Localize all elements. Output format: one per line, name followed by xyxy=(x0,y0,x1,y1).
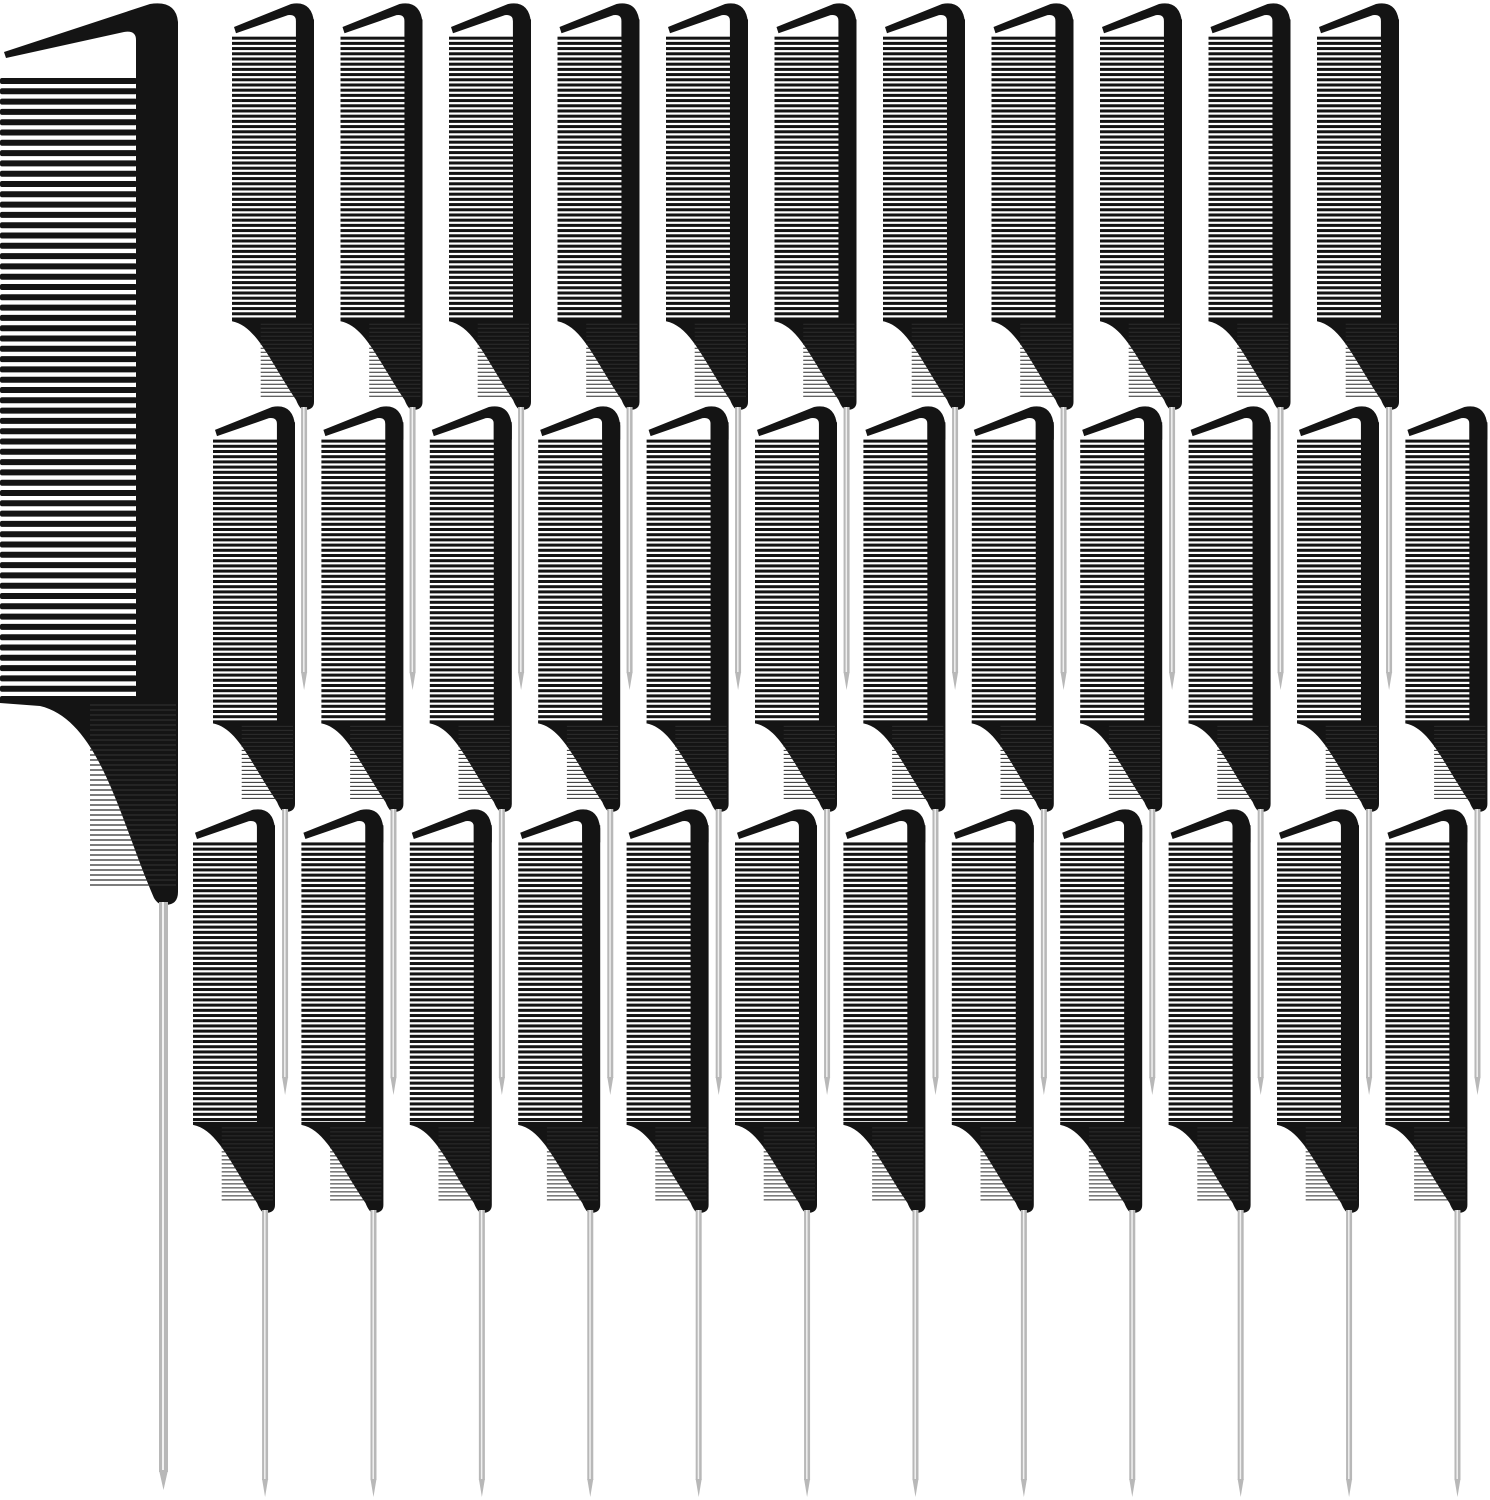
row-3-comb-1 xyxy=(193,809,275,1497)
row-3-comb-2 xyxy=(301,809,384,1497)
row-2-comb-11 xyxy=(1297,406,1379,1095)
row-3-comb-4 xyxy=(518,809,601,1497)
row-1-comb-3 xyxy=(449,3,531,690)
row-1-comb-1 xyxy=(232,3,314,690)
row-1-comb-4 xyxy=(557,3,640,690)
row-3-comb-3 xyxy=(409,809,492,1497)
row-2-comb-8 xyxy=(971,406,1054,1095)
row-1-comb-5 xyxy=(666,3,748,690)
row-1-comb-9 xyxy=(1100,3,1182,690)
row-1-comb-8 xyxy=(991,3,1074,690)
row-2-comb-2 xyxy=(321,406,404,1095)
row-3-comb-6 xyxy=(735,809,817,1497)
row-3-comb-9 xyxy=(1060,809,1143,1497)
row-2-comb-7 xyxy=(863,406,946,1095)
row-3-comb-7 xyxy=(843,809,926,1497)
row-1-comb-6 xyxy=(774,3,857,690)
row-1-comb-7 xyxy=(883,3,965,690)
row-2-comb-9 xyxy=(1080,406,1163,1095)
row-3-comb-8 xyxy=(951,809,1034,1497)
row-2-comb-12 xyxy=(1405,406,1488,1095)
row-2-comb-1 xyxy=(213,406,295,1095)
row-2-comb-6 xyxy=(755,406,837,1095)
row-3-comb-11 xyxy=(1277,809,1359,1497)
row-1-comb-10 xyxy=(1208,3,1291,690)
row-1-comb-11 xyxy=(1317,3,1399,690)
row-1-comb-2 xyxy=(340,3,423,690)
row-2-comb-3 xyxy=(429,406,512,1095)
row-3-comb-12 xyxy=(1385,809,1468,1497)
row-3-comb-10 xyxy=(1168,809,1251,1497)
row-2-comb-4 xyxy=(538,406,621,1095)
hero-comb xyxy=(0,3,178,1490)
row-2-comb-10 xyxy=(1188,406,1271,1095)
row-2-comb-5 xyxy=(646,406,729,1095)
row-3-comb-5 xyxy=(626,809,709,1497)
